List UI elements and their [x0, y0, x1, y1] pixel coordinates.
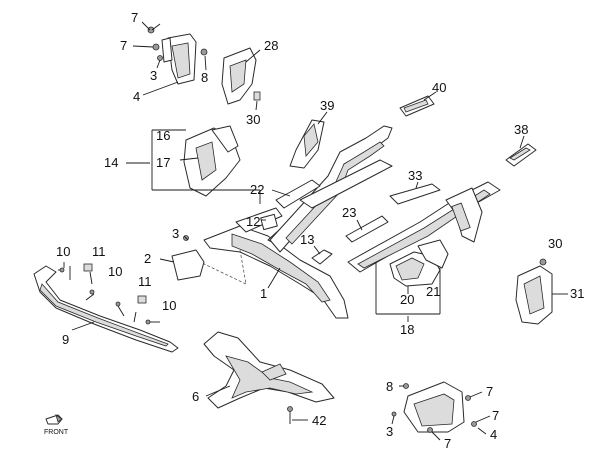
part-33-member — [389, 181, 441, 205]
callout-40: 40 — [432, 80, 446, 95]
callout-4: 4 — [490, 427, 497, 442]
callout-30: 30 — [246, 112, 260, 127]
callout-28: 28 — [264, 38, 278, 53]
callout-38: 38 — [514, 122, 528, 137]
callout-21: 21 — [426, 284, 440, 299]
front-label: FRONT — [44, 429, 69, 436]
callout-33: 33 — [408, 168, 422, 183]
callout-31: 31 — [570, 286, 584, 301]
part-2-plate — [159, 235, 205, 281]
part-6-lower-frame — [203, 331, 335, 424]
part-16-17-bracket — [126, 125, 261, 204]
callout-17: 17 — [156, 155, 170, 170]
callout-4: 4 — [133, 89, 140, 104]
part-39-bracket — [289, 111, 328, 169]
callout-9: 9 — [62, 332, 69, 347]
callout-12: 12 — [246, 214, 260, 229]
callout-6: 6 — [192, 389, 199, 404]
part-18-bracket-group — [375, 239, 449, 322]
callout-23: 23 — [342, 205, 356, 220]
callout-3: 3 — [172, 226, 179, 241]
callout-8: 8 — [201, 70, 208, 85]
callout-13: 13 — [300, 232, 314, 247]
callout-11: 11 — [138, 274, 152, 289]
callout-7: 7 — [120, 38, 127, 53]
part-22-member — [271, 179, 321, 209]
callout-14: 14 — [104, 155, 118, 170]
part-28-panel — [221, 47, 261, 111]
callout-22: 22 — [250, 182, 264, 197]
part-38-block — [505, 135, 537, 167]
part-23-member — [345, 215, 389, 243]
callout-11: 11 — [92, 244, 106, 259]
part-13-block — [311, 245, 333, 265]
callout-1: 1 — [260, 286, 267, 301]
part-31-panel — [515, 258, 568, 325]
callout-3: 3 — [386, 424, 393, 439]
callout-20: 20 — [400, 292, 414, 307]
callout-18: 18 — [400, 322, 414, 337]
callout-7: 7 — [131, 10, 138, 25]
callout-2: 2 — [144, 251, 151, 266]
front-arrow-icon — [45, 414, 63, 425]
callout-39: 39 — [320, 98, 334, 113]
callout-16: 16 — [156, 128, 170, 143]
part-40-block — [399, 91, 437, 117]
callout-10: 10 — [56, 244, 70, 259]
part-1-main-rail — [199, 125, 501, 319]
callout-3: 3 — [150, 68, 157, 83]
callout-7: 7 — [486, 384, 493, 399]
callout-8: 8 — [386, 379, 393, 394]
part-bracket-top-left — [132, 21, 208, 96]
callout-7: 7 — [444, 436, 451, 451]
callout-30: 30 — [548, 236, 562, 251]
callout-10: 10 — [108, 264, 122, 279]
callout-42: 42 — [312, 413, 326, 428]
part-12-block — [260, 213, 278, 231]
part-9-bumper-bar — [33, 262, 179, 353]
callout-7: 7 — [492, 408, 499, 423]
part-bracket-bottom-right — [391, 381, 491, 441]
callout-10: 10 — [162, 298, 176, 313]
